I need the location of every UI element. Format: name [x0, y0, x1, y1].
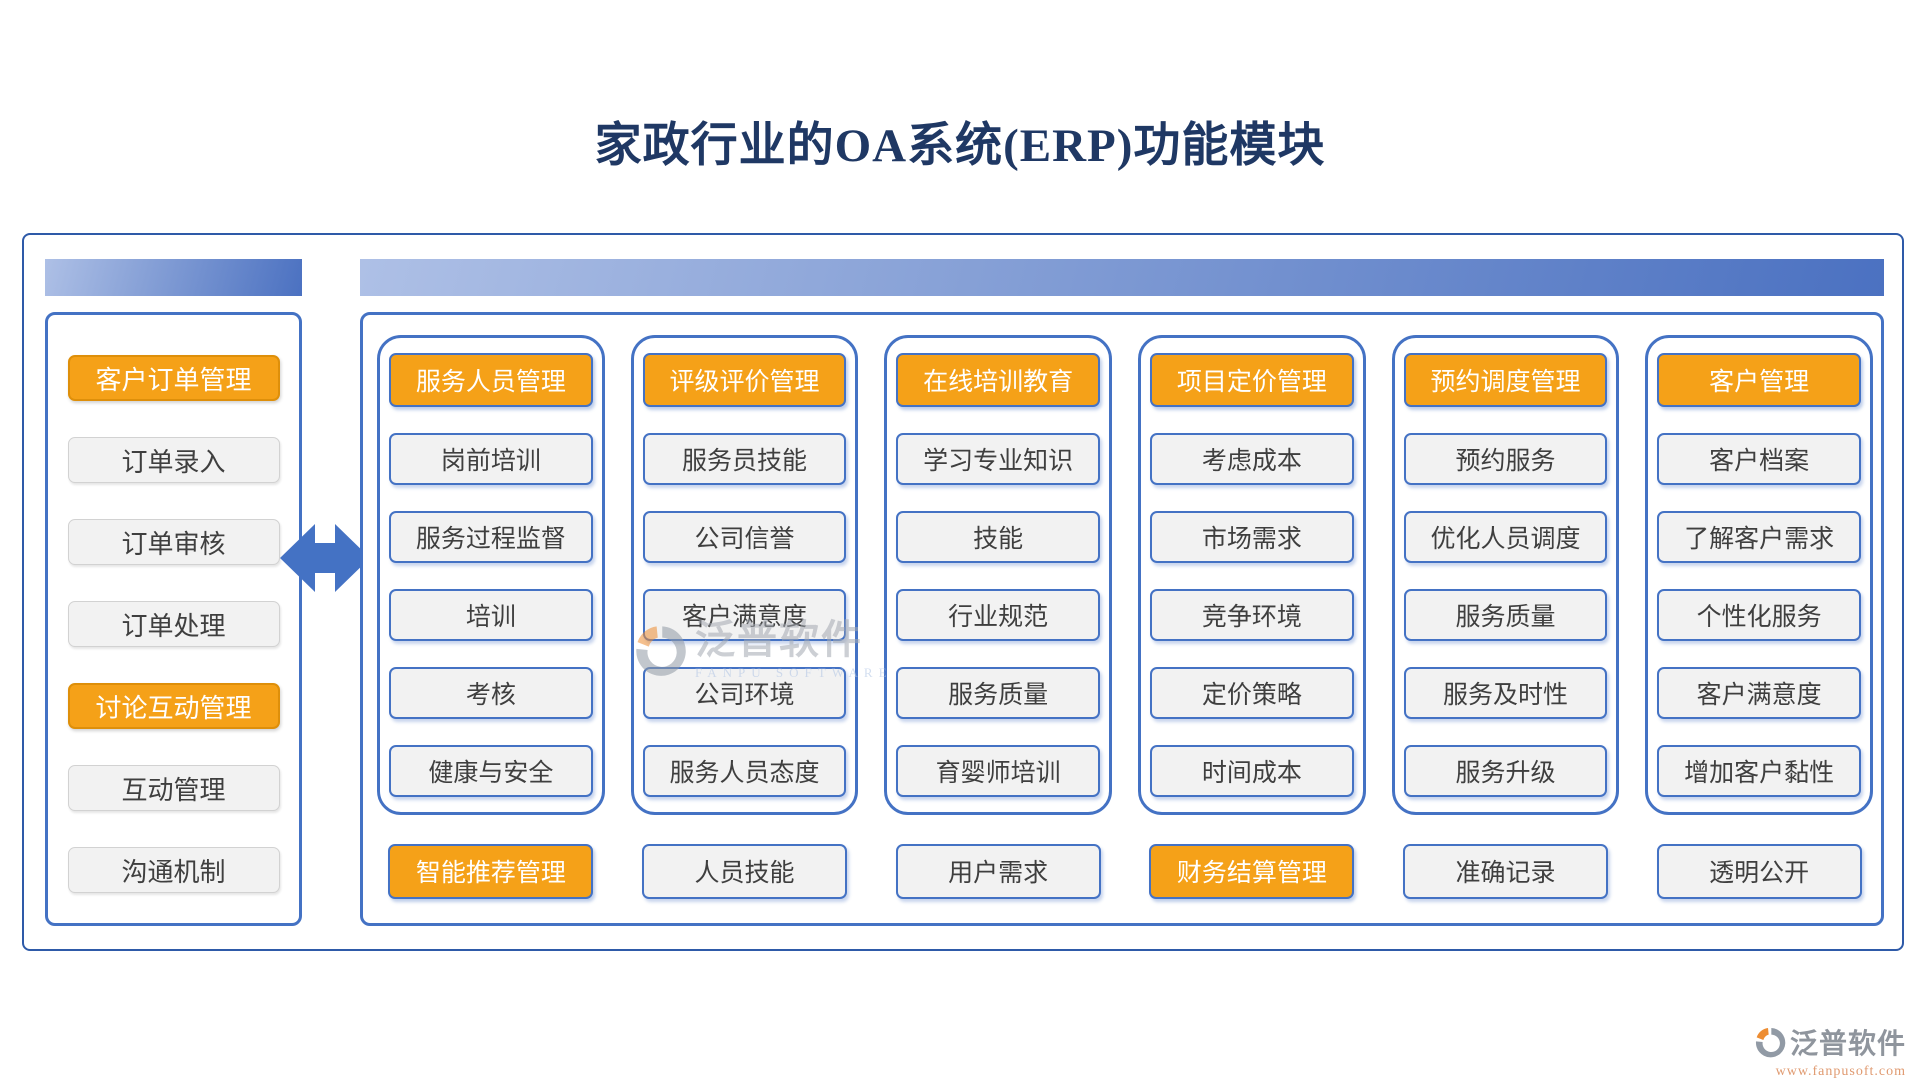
- bottom-cell: 智能推荐管理: [377, 843, 605, 899]
- bottom-cell: 财务结算管理: [1138, 843, 1366, 899]
- column-item[interactable]: 服务人员态度: [642, 745, 847, 797]
- column-item[interactable]: 了解客户需求: [1657, 511, 1861, 563]
- column-item[interactable]: 时间成本: [1150, 745, 1354, 797]
- module-column: 项目定价管理考虑成本市场需求竞争环境定价策略时间成本: [1138, 335, 1366, 815]
- column-item[interactable]: 竞争环境: [1150, 589, 1354, 641]
- column-item[interactable]: 培训: [389, 589, 593, 641]
- right-panel: 服务人员管理岗前培训服务过程监督培训考核健康与安全评级评价管理服务员技能公司信誉…: [360, 312, 1884, 926]
- fanpu-logo-icon: [1755, 1028, 1786, 1058]
- column-header[interactable]: 预约调度管理: [1403, 353, 1608, 407]
- column-item[interactable]: 服务质量: [1403, 589, 1608, 641]
- left-module-item[interactable]: 互动管理: [67, 765, 280, 811]
- column-item[interactable]: 定价策略: [1150, 667, 1354, 719]
- bottom-item[interactable]: 用户需求: [895, 843, 1101, 899]
- bottom-cell: 人员技能: [631, 843, 859, 899]
- column-item[interactable]: 服务员技能: [642, 433, 847, 485]
- column-item[interactable]: 行业规范: [896, 589, 1100, 641]
- column-item[interactable]: 客户满意度: [1657, 667, 1861, 719]
- footer-logo-text: 泛普软件: [1789, 1029, 1906, 1060]
- left-module-item[interactable]: 订单审核: [67, 519, 280, 565]
- column-item[interactable]: 服务质量: [896, 667, 1100, 719]
- bottom-cell: 用户需求: [884, 843, 1112, 899]
- column-item[interactable]: 预约服务: [1403, 433, 1608, 485]
- column-header[interactable]: 客户管理: [1657, 353, 1861, 407]
- column-header[interactable]: 项目定价管理: [1150, 353, 1354, 407]
- left-panel-list: 客户订单管理订单录入订单审核订单处理讨论互动管理互动管理沟通机制: [48, 355, 299, 893]
- column-item[interactable]: 市场需求: [1150, 511, 1354, 563]
- column-item[interactable]: 服务升级: [1403, 745, 1608, 797]
- column-item[interactable]: 增加客户黏性: [1657, 745, 1861, 797]
- bottom-row: 智能推荐管理人员技能用户需求财务结算管理准确记录透明公开: [377, 843, 1873, 899]
- bottom-cell: 透明公开: [1645, 843, 1873, 899]
- bottom-item[interactable]: 准确记录: [1403, 843, 1608, 899]
- diagram-container: 客户订单管理订单录入订单审核订单处理讨论互动管理互动管理沟通机制 服务人员管理岗…: [22, 233, 1904, 951]
- bidirectional-arrow-icon: [280, 524, 370, 592]
- column-item[interactable]: 考虑成本: [1150, 433, 1354, 485]
- column-header[interactable]: 在线培训教育: [896, 353, 1100, 407]
- module-column: 客户管理客户档案了解客户需求个性化服务客户满意度增加客户黏性: [1645, 335, 1873, 815]
- column-item[interactable]: 岗前培训: [389, 433, 593, 485]
- left-module-item[interactable]: 订单处理: [67, 601, 280, 647]
- module-column: 服务人员管理岗前培训服务过程监督培训考核健康与安全: [377, 335, 605, 815]
- bottom-module-header[interactable]: 智能推荐管理: [388, 843, 594, 899]
- column-item[interactable]: 学习专业知识: [896, 433, 1100, 485]
- left-module-header[interactable]: 客户订单管理: [67, 355, 280, 401]
- left-module-item[interactable]: 订单录入: [67, 437, 280, 483]
- columns-grid: 服务人员管理岗前培训服务过程监督培训考核健康与安全评级评价管理服务员技能公司信誉…: [377, 335, 1873, 815]
- left-gradient-bar: [45, 259, 302, 296]
- footer-logo: 泛普软件 www.fanpusoft.com: [1754, 1022, 1906, 1080]
- column-item[interactable]: 健康与安全: [389, 745, 593, 797]
- module-column: 在线培训教育学习专业知识技能行业规范服务质量育婴师培训: [884, 335, 1112, 815]
- column-item[interactable]: 公司环境: [642, 667, 847, 719]
- column-item[interactable]: 个性化服务: [1657, 589, 1861, 641]
- column-item[interactable]: 服务及时性: [1403, 667, 1608, 719]
- left-module-item[interactable]: 沟通机制: [67, 847, 280, 893]
- column-item[interactable]: 优化人员调度: [1403, 511, 1608, 563]
- column-item[interactable]: 客户满意度: [642, 589, 847, 641]
- column-item[interactable]: 客户档案: [1657, 433, 1861, 485]
- bottom-module-header[interactable]: 财务结算管理: [1149, 843, 1355, 899]
- column-item[interactable]: 育婴师培训: [896, 745, 1100, 797]
- column-item[interactable]: 公司信誉: [642, 511, 847, 563]
- left-panel: 客户订单管理订单录入订单审核订单处理讨论互动管理互动管理沟通机制: [45, 312, 302, 926]
- column-header[interactable]: 评级评价管理: [642, 353, 847, 407]
- footer-logo-url: www.fanpusoft.com: [1775, 1064, 1906, 1079]
- bottom-cell: 准确记录: [1392, 843, 1620, 899]
- bottom-item[interactable]: 人员技能: [642, 843, 847, 899]
- column-item[interactable]: 考核: [389, 667, 593, 719]
- page-title: 家政行业的OA系统(ERP)功能模块: [594, 120, 1326, 172]
- module-column: 预约调度管理预约服务优化人员调度服务质量服务及时性服务升级: [1391, 335, 1620, 815]
- column-item[interactable]: 服务过程监督: [389, 511, 593, 563]
- left-module-header[interactable]: 讨论互动管理: [67, 683, 280, 729]
- column-item[interactable]: 技能: [896, 511, 1100, 563]
- column-header[interactable]: 服务人员管理: [389, 353, 593, 407]
- bottom-item[interactable]: 透明公开: [1656, 843, 1862, 899]
- right-gradient-bar: [360, 259, 1884, 296]
- module-column: 评级评价管理服务员技能公司信誉客户满意度公司环境服务人员态度: [630, 335, 859, 815]
